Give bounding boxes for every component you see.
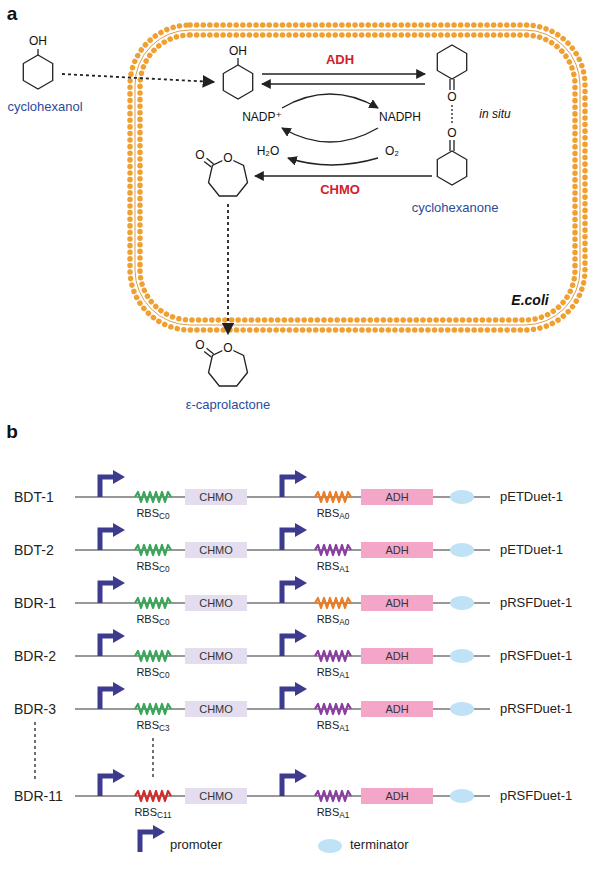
enzyme-label: ADH <box>326 53 354 68</box>
rbs-label: RBSA0 <box>317 613 350 628</box>
construct-row <box>75 769 490 803</box>
compound-name: cyclohexanol <box>7 100 82 115</box>
cofactor-label: H₂O <box>257 145 280 159</box>
construct-name: BDR-2 <box>14 648 56 664</box>
gene-name: CHMO <box>199 651 233 662</box>
gene-box: CHMO <box>185 542 247 558</box>
construct-name: BDR-11 <box>14 788 63 804</box>
construct-row <box>75 576 490 610</box>
cyclohexanol-structure <box>23 49 52 89</box>
rbs-label: RBSA1 <box>317 560 350 575</box>
panel-letter: b <box>6 421 18 443</box>
rbs-label: RBSA1 <box>317 806 350 821</box>
atom-label: O <box>222 342 233 354</box>
gene-box: CHMO <box>185 701 247 717</box>
organism-label: E.coli <box>511 292 548 308</box>
gene-name: CHMO <box>199 598 233 609</box>
compound-name: cyclohexanone <box>412 201 499 216</box>
plasmid-name: pRSFDuet-1 <box>500 649 572 664</box>
gene-name: ADH <box>385 791 408 802</box>
promoter-symbol <box>140 825 165 852</box>
gene-box: ADH <box>361 701 433 717</box>
construct-name: BDT-1 <box>14 489 54 505</box>
ellipsis-line <box>152 738 153 778</box>
enzyme-label: CHMO <box>320 183 360 198</box>
rbs-label: RBSC0 <box>136 507 169 522</box>
construct-row <box>75 470 490 504</box>
construct-name: BDT-2 <box>14 542 54 558</box>
gene-box: ADH <box>361 489 433 505</box>
plasmid-name: pETDuet-1 <box>500 543 563 558</box>
cofactor-label: NADPH <box>379 111 421 125</box>
gene-box: CHMO <box>185 788 247 804</box>
gene-box: ADH <box>361 648 433 664</box>
atom-label: O <box>222 152 233 164</box>
cyclohexanol-structure <box>223 58 252 99</box>
legend-label: promoter <box>170 838 222 853</box>
construct-name: BDR-3 <box>14 701 56 717</box>
construct-row <box>75 629 490 663</box>
gene-name: ADH <box>385 598 408 609</box>
gene-name: CHMO <box>199 791 233 802</box>
gene-name: ADH <box>385 704 408 715</box>
plasmid-name: pRSFDuet-1 <box>500 702 572 717</box>
cofactor-label: O₂ <box>385 145 399 159</box>
gene-box: ADH <box>361 788 433 804</box>
rbs-label: RBSC0 <box>136 560 169 575</box>
dotted-link <box>451 105 452 125</box>
construct-row <box>75 523 490 557</box>
construct-name: BDR-1 <box>14 595 56 611</box>
atom-label: OH <box>228 45 248 57</box>
gene-name: ADH <box>385 492 408 503</box>
note-label: in situ <box>479 108 510 122</box>
cyclohexanone-structure <box>437 140 466 185</box>
legend-label: terminator <box>350 838 409 853</box>
gene-name: CHMO <box>199 492 233 503</box>
panel-letter: a <box>7 3 18 25</box>
atom-label: OH <box>28 35 48 47</box>
gene-name: ADH <box>385 545 408 556</box>
gene-box: CHMO <box>185 489 247 505</box>
plasmid-name: pRSFDuet-1 <box>500 789 572 804</box>
atom-label: O <box>446 91 457 103</box>
compound-name: ε-caprolactone <box>186 398 271 413</box>
plasmid-name: pRSFDuet-1 <box>500 596 572 611</box>
construct-row <box>75 682 490 716</box>
gene-box: CHMO <box>185 595 247 611</box>
rbs-label: RBSC0 <box>136 666 169 681</box>
rbs-label: RBSA1 <box>317 666 350 681</box>
rbs-label: RBSA1 <box>317 719 350 734</box>
rbs-label: RBSA0 <box>317 507 350 522</box>
cell-membrane <box>130 25 585 330</box>
atom-label: O <box>446 127 457 139</box>
atom-label: O <box>194 339 205 351</box>
gene-box: ADH <box>361 542 433 558</box>
rbs-label: RBSC0 <box>136 613 169 628</box>
terminator-symbol <box>318 839 342 853</box>
ellipsis-line <box>34 722 35 780</box>
gene-box: CHMO <box>185 648 247 664</box>
rbs-label: RBSC11 <box>134 806 171 821</box>
rbs-label: RBSC3 <box>136 719 169 734</box>
cyclohexanone-structure <box>437 45 466 90</box>
gene-box: ADH <box>361 595 433 611</box>
reaction-arrows <box>62 74 432 334</box>
cofactor-label: NADP⁺ <box>242 111 282 125</box>
atom-label: O <box>194 149 205 161</box>
gene-name: CHMO <box>199 545 233 556</box>
plasmid-name: pETDuet-1 <box>500 490 563 505</box>
gene-name: ADH <box>385 651 408 662</box>
gene-name: CHMO <box>199 704 233 715</box>
